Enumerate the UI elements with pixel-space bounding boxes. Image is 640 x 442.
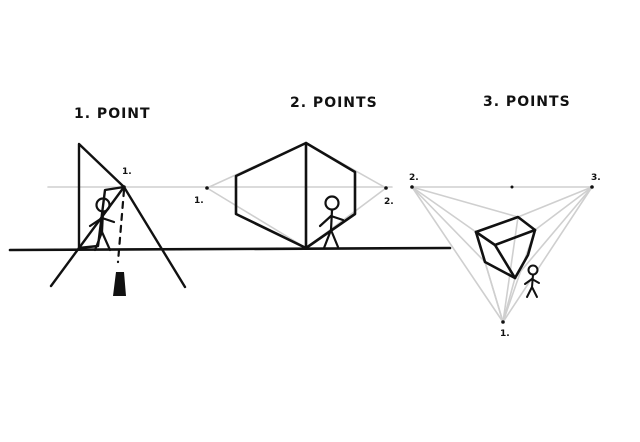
three-points-panel: 3. POINTS xyxy=(409,94,601,339)
one-point-panel: 1. POINT 1. xyxy=(49,106,187,296)
two-points-left-label: 1. xyxy=(194,196,204,206)
stick-figure-two xyxy=(318,195,345,250)
two-points-right-vp-dot xyxy=(384,186,388,190)
three-points-left-label: 2. xyxy=(409,173,419,183)
road-right-edge xyxy=(122,185,187,289)
three-points-guides xyxy=(411,186,593,323)
two-points-guides xyxy=(206,142,387,249)
road-center-dashes xyxy=(116,188,126,264)
three-points-bottom-vp-dot xyxy=(501,320,505,324)
three-points-right-vp-dot xyxy=(590,185,594,189)
three-points-left-vp-dot xyxy=(410,185,414,189)
one-point-title: 1. POINT xyxy=(74,106,151,122)
two-points-panel: 2. POINTS 1. 2. xyxy=(194,95,394,250)
two-points-box xyxy=(234,141,357,250)
two-points-right-label: 2. xyxy=(384,197,394,207)
three-points-right-label: 3. xyxy=(591,173,601,183)
three-points-horizon-dot xyxy=(510,185,514,189)
two-points-left-vp-dot xyxy=(205,186,209,190)
vanishing-point-dot xyxy=(122,185,126,189)
three-points-box xyxy=(474,215,537,280)
stick-figure-one xyxy=(88,197,116,252)
road-left-edge xyxy=(49,185,126,288)
three-points-title: 3. POINTS xyxy=(483,94,571,110)
road-center-stripe xyxy=(113,272,126,296)
ground-line xyxy=(8,246,452,252)
stick-figure-three xyxy=(524,264,540,298)
one-point-vp-label: 1. xyxy=(122,167,132,177)
two-points-title: 2. POINTS xyxy=(290,95,378,111)
three-points-bottom-label: 1. xyxy=(500,329,510,339)
